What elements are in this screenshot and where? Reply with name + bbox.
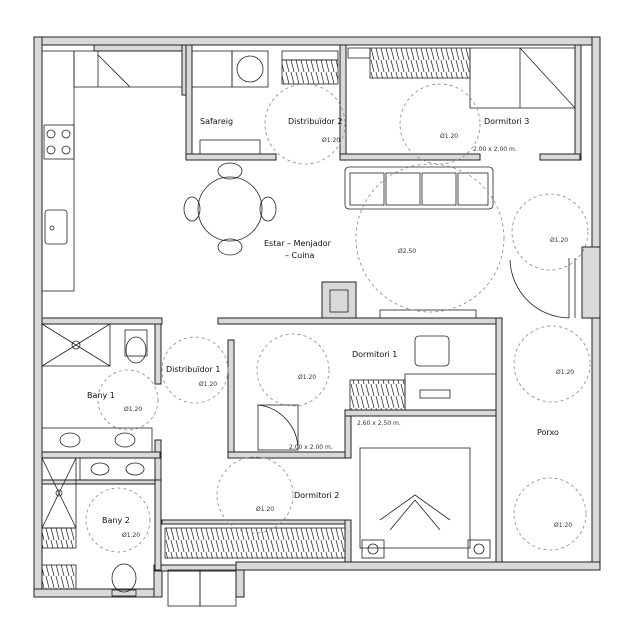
washing-machine <box>231 50 269 88</box>
dia-bany-2: Ø1.20 <box>122 532 140 539</box>
shower-tray-1 <box>41 323 111 367</box>
label-safareig: Safareig <box>200 117 233 126</box>
circle-distribuidor-2 <box>264 83 346 165</box>
bany-2-fixtures <box>41 457 156 597</box>
laundry-fixtures <box>191 50 269 155</box>
label-dormitori-2: Dormitori 2 <box>294 491 339 500</box>
label-estar-line1: Estar – Menjador <box>264 239 332 248</box>
kitchen-counter <box>41 50 183 292</box>
circle-estar <box>355 163 505 313</box>
wardrobe-distribuidor-2 <box>281 59 339 85</box>
sink <box>44 209 68 245</box>
cooktop <box>43 124 75 160</box>
fireplace <box>321 281 357 319</box>
circle-dormitori-2 <box>216 456 294 534</box>
label-bany-2: Bany 2 <box>102 516 130 525</box>
dormitori-3-furniture <box>347 47 576 109</box>
label-porxo: Porxo <box>537 428 559 437</box>
circle-dormitori-1 <box>256 333 330 407</box>
label-dormitori-1: Dormitori 1 <box>352 350 397 359</box>
toilet-1 <box>125 336 147 364</box>
circle-bany-2 <box>85 487 151 553</box>
dia-distribuidor-1: Ø1.20 <box>199 381 217 388</box>
double-bed <box>359 447 471 549</box>
sofa <box>344 166 494 210</box>
dia-dormitori-2: Ø1.20 <box>256 506 274 513</box>
dia-dormitori-3: Ø1.20 <box>440 133 458 140</box>
dia-dormitori-1: Ø1.20 <box>298 374 316 381</box>
dormitori-1-furniture <box>257 335 497 451</box>
dim-dormitori-1: 2.00 x 2.00 m. <box>289 444 333 451</box>
circle-dormitori-3 <box>399 83 481 165</box>
label-bany-1: Bany 1 <box>87 391 115 400</box>
circle-bany-1 <box>97 369 159 431</box>
exterior-walls <box>33 36 601 598</box>
dining-set <box>183 162 277 256</box>
label-estar-line2: – Cuina <box>285 251 314 260</box>
turning-circles <box>85 83 591 553</box>
dia-bany-1: Ø1.20 <box>124 406 142 413</box>
label-distribuidor-2: Distribuïdor 2 <box>288 117 342 126</box>
dim-dormitori-3: 2.00 x 2.00 m. <box>473 146 517 153</box>
room-labels: Safareig Distribuïdor 2 Dormitori 3 Esta… <box>87 117 559 525</box>
storage-units <box>167 569 237 607</box>
circle-diameter-labels: Ø1.20 Ø1.20 Ø2.50 Ø1.20 Ø1.20 Ø1.20 Ø1.2… <box>122 133 574 539</box>
dia-right-upper: Ø1.20 <box>550 237 568 244</box>
dormitori-2-furniture <box>164 447 491 559</box>
patio-door <box>509 258 576 319</box>
label-dormitori-3: Dormitori 3 <box>484 117 529 126</box>
label-distribuidor-1: Distribuïdor 1 <box>166 365 220 374</box>
bany-1-fixtures <box>41 323 153 453</box>
toilet-2 <box>111 563 137 593</box>
dia-distribuidor-2: Ø1.20 <box>322 137 340 144</box>
dia-porxo-upper: Ø1.20 <box>556 369 574 376</box>
circle-distribuidor-1 <box>161 336 229 404</box>
dia-estar: Ø2.50 <box>398 248 416 255</box>
interior-walls <box>41 44 582 571</box>
dia-porxo-lower: Ø1.20 <box>554 522 572 529</box>
dimension-notes: 2.00 x 2.00 m. 2.00 x 2.00 m. 2.60 x 2.5… <box>289 146 517 451</box>
desk-chair <box>414 335 450 367</box>
tv-unit <box>379 309 477 319</box>
circle-porxo-lower <box>513 477 587 551</box>
dim-dormitori-2: 2.60 x 2.50 m. <box>357 420 401 427</box>
circle-right-upper <box>511 193 589 271</box>
circle-porxo-upper <box>513 325 591 403</box>
